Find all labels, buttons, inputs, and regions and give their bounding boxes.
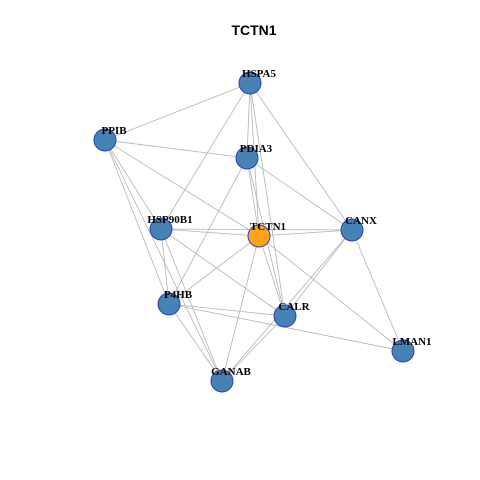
edge-ppib-hsp90b1 bbox=[104, 139, 162, 230]
node-hsp90b1 bbox=[149, 217, 173, 241]
edge-hspa5-pdia3 bbox=[246, 82, 251, 159]
edge-hspa5-canx bbox=[249, 82, 353, 231]
node-hspa5 bbox=[238, 71, 262, 95]
edge-tctn1-p4hb bbox=[168, 235, 260, 305]
node-label-pdia3: PDIA3 bbox=[240, 143, 273, 155]
edge-canx-calr bbox=[284, 229, 353, 317]
edge-hsp90b1-ganab bbox=[160, 228, 223, 382]
edge-hsp90b1-tctn1 bbox=[160, 228, 260, 237]
edge-p4hb-calr bbox=[168, 303, 286, 317]
edge-ppib-p4hb bbox=[104, 139, 170, 305]
edge-ppib-tctn1 bbox=[104, 139, 260, 237]
node-calr bbox=[273, 304, 297, 328]
edge-p4hb-lman1 bbox=[168, 303, 404, 352]
node-label-ppib: PPIB bbox=[101, 125, 127, 137]
node-p4hb bbox=[157, 292, 181, 316]
edge-tctn1-lman1 bbox=[258, 235, 404, 352]
edge-ppib-ganab bbox=[104, 139, 223, 382]
node-lman1 bbox=[391, 339, 415, 363]
node-ppib bbox=[93, 128, 117, 152]
node-label-tctn1: TCTN1 bbox=[250, 221, 286, 233]
edge-canx-lman1 bbox=[351, 229, 404, 352]
node-label-p4hb: P4HB bbox=[164, 289, 193, 301]
edge-tctn1-canx bbox=[258, 229, 353, 237]
edge-tctn1-calr bbox=[258, 235, 286, 317]
node-canx bbox=[340, 218, 364, 242]
edge-tctn1-ganab bbox=[221, 235, 260, 382]
node-label-hspa5: HSPA5 bbox=[242, 68, 277, 80]
node-label-calr: CALR bbox=[278, 301, 310, 313]
node-label-lman1: LMAN1 bbox=[392, 336, 431, 348]
graph-title: TCTN1 bbox=[231, 22, 276, 38]
edge-hspa5-calr bbox=[249, 82, 286, 317]
edge-pdia3-p4hb bbox=[168, 157, 248, 305]
node-label-canx: CANX bbox=[345, 215, 377, 227]
edge-pdia3-tctn1 bbox=[246, 157, 260, 237]
edge-hspa5-hsp90b1 bbox=[160, 82, 251, 230]
edge-pdia3-canx bbox=[246, 157, 353, 231]
node-ganab bbox=[210, 369, 234, 393]
nodes-layer bbox=[93, 71, 415, 393]
edge-calr-ganab bbox=[221, 315, 286, 382]
edge-ppib-pdia3 bbox=[104, 139, 248, 159]
node-pdia3 bbox=[235, 146, 259, 170]
edges-layer bbox=[104, 82, 404, 382]
node-label-hsp90b1: HSP90B1 bbox=[147, 214, 192, 226]
node-label-ganab: GANAB bbox=[211, 366, 251, 378]
edge-hsp90b1-p4hb bbox=[160, 228, 170, 305]
edge-hsp90b1-calr bbox=[160, 228, 286, 317]
node-tctn1 bbox=[247, 224, 271, 248]
edge-hspa5-ppib bbox=[104, 82, 251, 141]
edge-p4hb-ganab bbox=[168, 303, 223, 382]
